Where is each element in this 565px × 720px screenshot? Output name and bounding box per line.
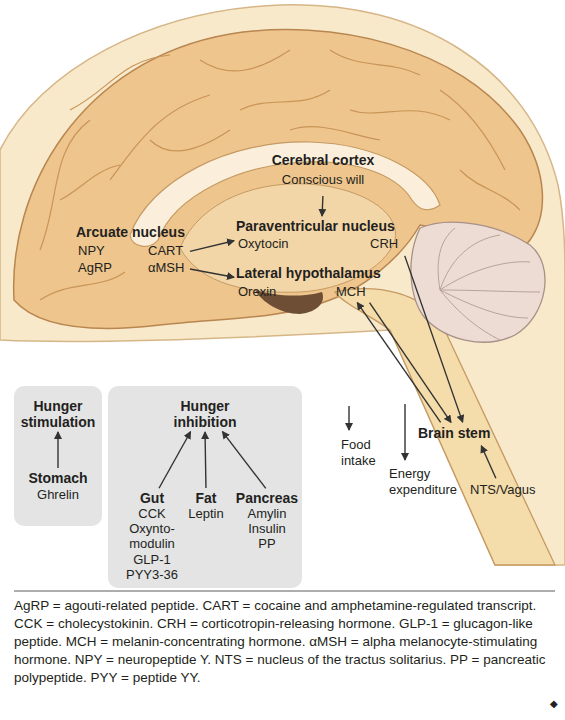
node-heading: Lateral hypothalamus xyxy=(236,265,381,281)
organ-group: StomachGhrelin xyxy=(26,470,90,506)
brain-region: Lateral hypothalamusOrexin MCH xyxy=(236,265,390,301)
node-text: Orexin xyxy=(238,284,276,300)
nerve-input: NTS/Vagus xyxy=(468,480,550,500)
node-heading: Brain stem xyxy=(418,425,490,441)
signal-arrow xyxy=(405,256,463,422)
cerebellum-folia xyxy=(438,228,540,340)
output-label: Food intake xyxy=(341,437,385,469)
node-heading: Pancreas xyxy=(234,490,300,506)
signal-arrow xyxy=(204,432,206,488)
cerebellum xyxy=(411,222,545,342)
node-text: GLP-1 xyxy=(122,552,182,568)
organ-group: PancreasAmylinInsulinPP xyxy=(234,490,300,556)
gyrus-line xyxy=(40,272,125,300)
node-heading: Paraventricular nucleus xyxy=(236,218,395,234)
node-text: αMSH xyxy=(148,260,184,276)
output-label: Energy expenditure xyxy=(389,466,469,498)
node-heading: Fat xyxy=(184,490,228,506)
node-text: CRH xyxy=(370,236,398,252)
node-text: Oxynto-modulin xyxy=(122,521,182,551)
separator-rule xyxy=(14,591,555,592)
gyrus-line xyxy=(440,90,505,170)
gyrus-line xyxy=(330,50,420,75)
gyrus-line xyxy=(240,90,330,110)
gyrus-line xyxy=(290,127,380,140)
node-text: Amylin xyxy=(234,506,300,522)
folia-line xyxy=(440,290,500,340)
gyrus-line xyxy=(350,110,450,120)
signal-arrow xyxy=(190,241,234,252)
node-text: Oxytocin xyxy=(238,236,289,252)
node-text: AgRP xyxy=(78,260,112,276)
node-text: CCK xyxy=(122,506,182,522)
gyrus-line xyxy=(200,50,290,71)
signal-panel: Hunger inhibitionGutCCKOxynto-modulinGLP… xyxy=(108,386,302,588)
node-text: NPY xyxy=(78,243,105,259)
food-intake-arrow xyxy=(348,406,349,430)
brain-region: Paraventricular nucleusOxytocin CRH xyxy=(236,218,408,254)
signal-arrow xyxy=(222,432,265,489)
node-text: CART xyxy=(148,243,183,259)
folia-line xyxy=(440,290,528,318)
organ-group: GutCCKOxynto-modulinGLP-1PYY3-36 xyxy=(122,490,182,584)
abbreviation-key: AgRP = agouti-related peptide. CART = co… xyxy=(14,597,554,687)
node-heading: Stomach xyxy=(26,470,90,486)
organ-group: FatLeptin xyxy=(184,490,228,524)
energy-expenditure-arrow xyxy=(404,404,405,460)
node-text: PP xyxy=(234,536,300,552)
node-heading: Cerebral cortex xyxy=(250,152,396,168)
brain-region: Cerebral cortexConscious will xyxy=(250,152,396,194)
node-text: PYY3-36 xyxy=(122,567,182,583)
node-heading: Gut xyxy=(122,490,182,506)
signal-arrow xyxy=(357,303,440,423)
folia-line xyxy=(440,262,530,290)
gyrus-line xyxy=(70,55,170,110)
folia-line xyxy=(440,290,540,292)
signal-arrow xyxy=(190,269,234,277)
node-text: Insulin xyxy=(234,521,300,537)
signal-arrow xyxy=(57,432,58,468)
gyrus-line xyxy=(460,170,520,210)
end-mark: ◆ xyxy=(550,698,558,710)
node-text: MCH xyxy=(336,284,366,300)
node-heading: Hunger inhibition xyxy=(160,398,250,430)
gyrus-line xyxy=(60,165,120,200)
brain-region: Brain stem xyxy=(416,424,502,444)
signal-arrow xyxy=(481,446,496,478)
gyrus-line xyxy=(150,130,230,151)
node-text: Conscious will xyxy=(250,172,396,188)
signal-arrow xyxy=(370,303,451,423)
folia-line xyxy=(438,228,455,290)
signal-panel: Hunger stimulationStomachGhrelin xyxy=(14,386,102,526)
gyrus-line xyxy=(110,95,210,180)
node-heading: Arcuate nucleus xyxy=(76,224,185,240)
node-text: Ghrelin xyxy=(26,487,90,503)
node-heading: Hunger stimulation xyxy=(14,398,102,430)
brain-region: Arcuate nucleusNPYAgRP CARTαMSH xyxy=(76,224,188,286)
signal-arrow xyxy=(159,432,191,489)
node-heading: NTS/Vagus xyxy=(470,482,536,498)
diencephalon xyxy=(180,184,396,293)
folia-line xyxy=(440,235,500,290)
node-text: Leptin xyxy=(184,506,228,522)
signal-arrow xyxy=(321,196,323,216)
